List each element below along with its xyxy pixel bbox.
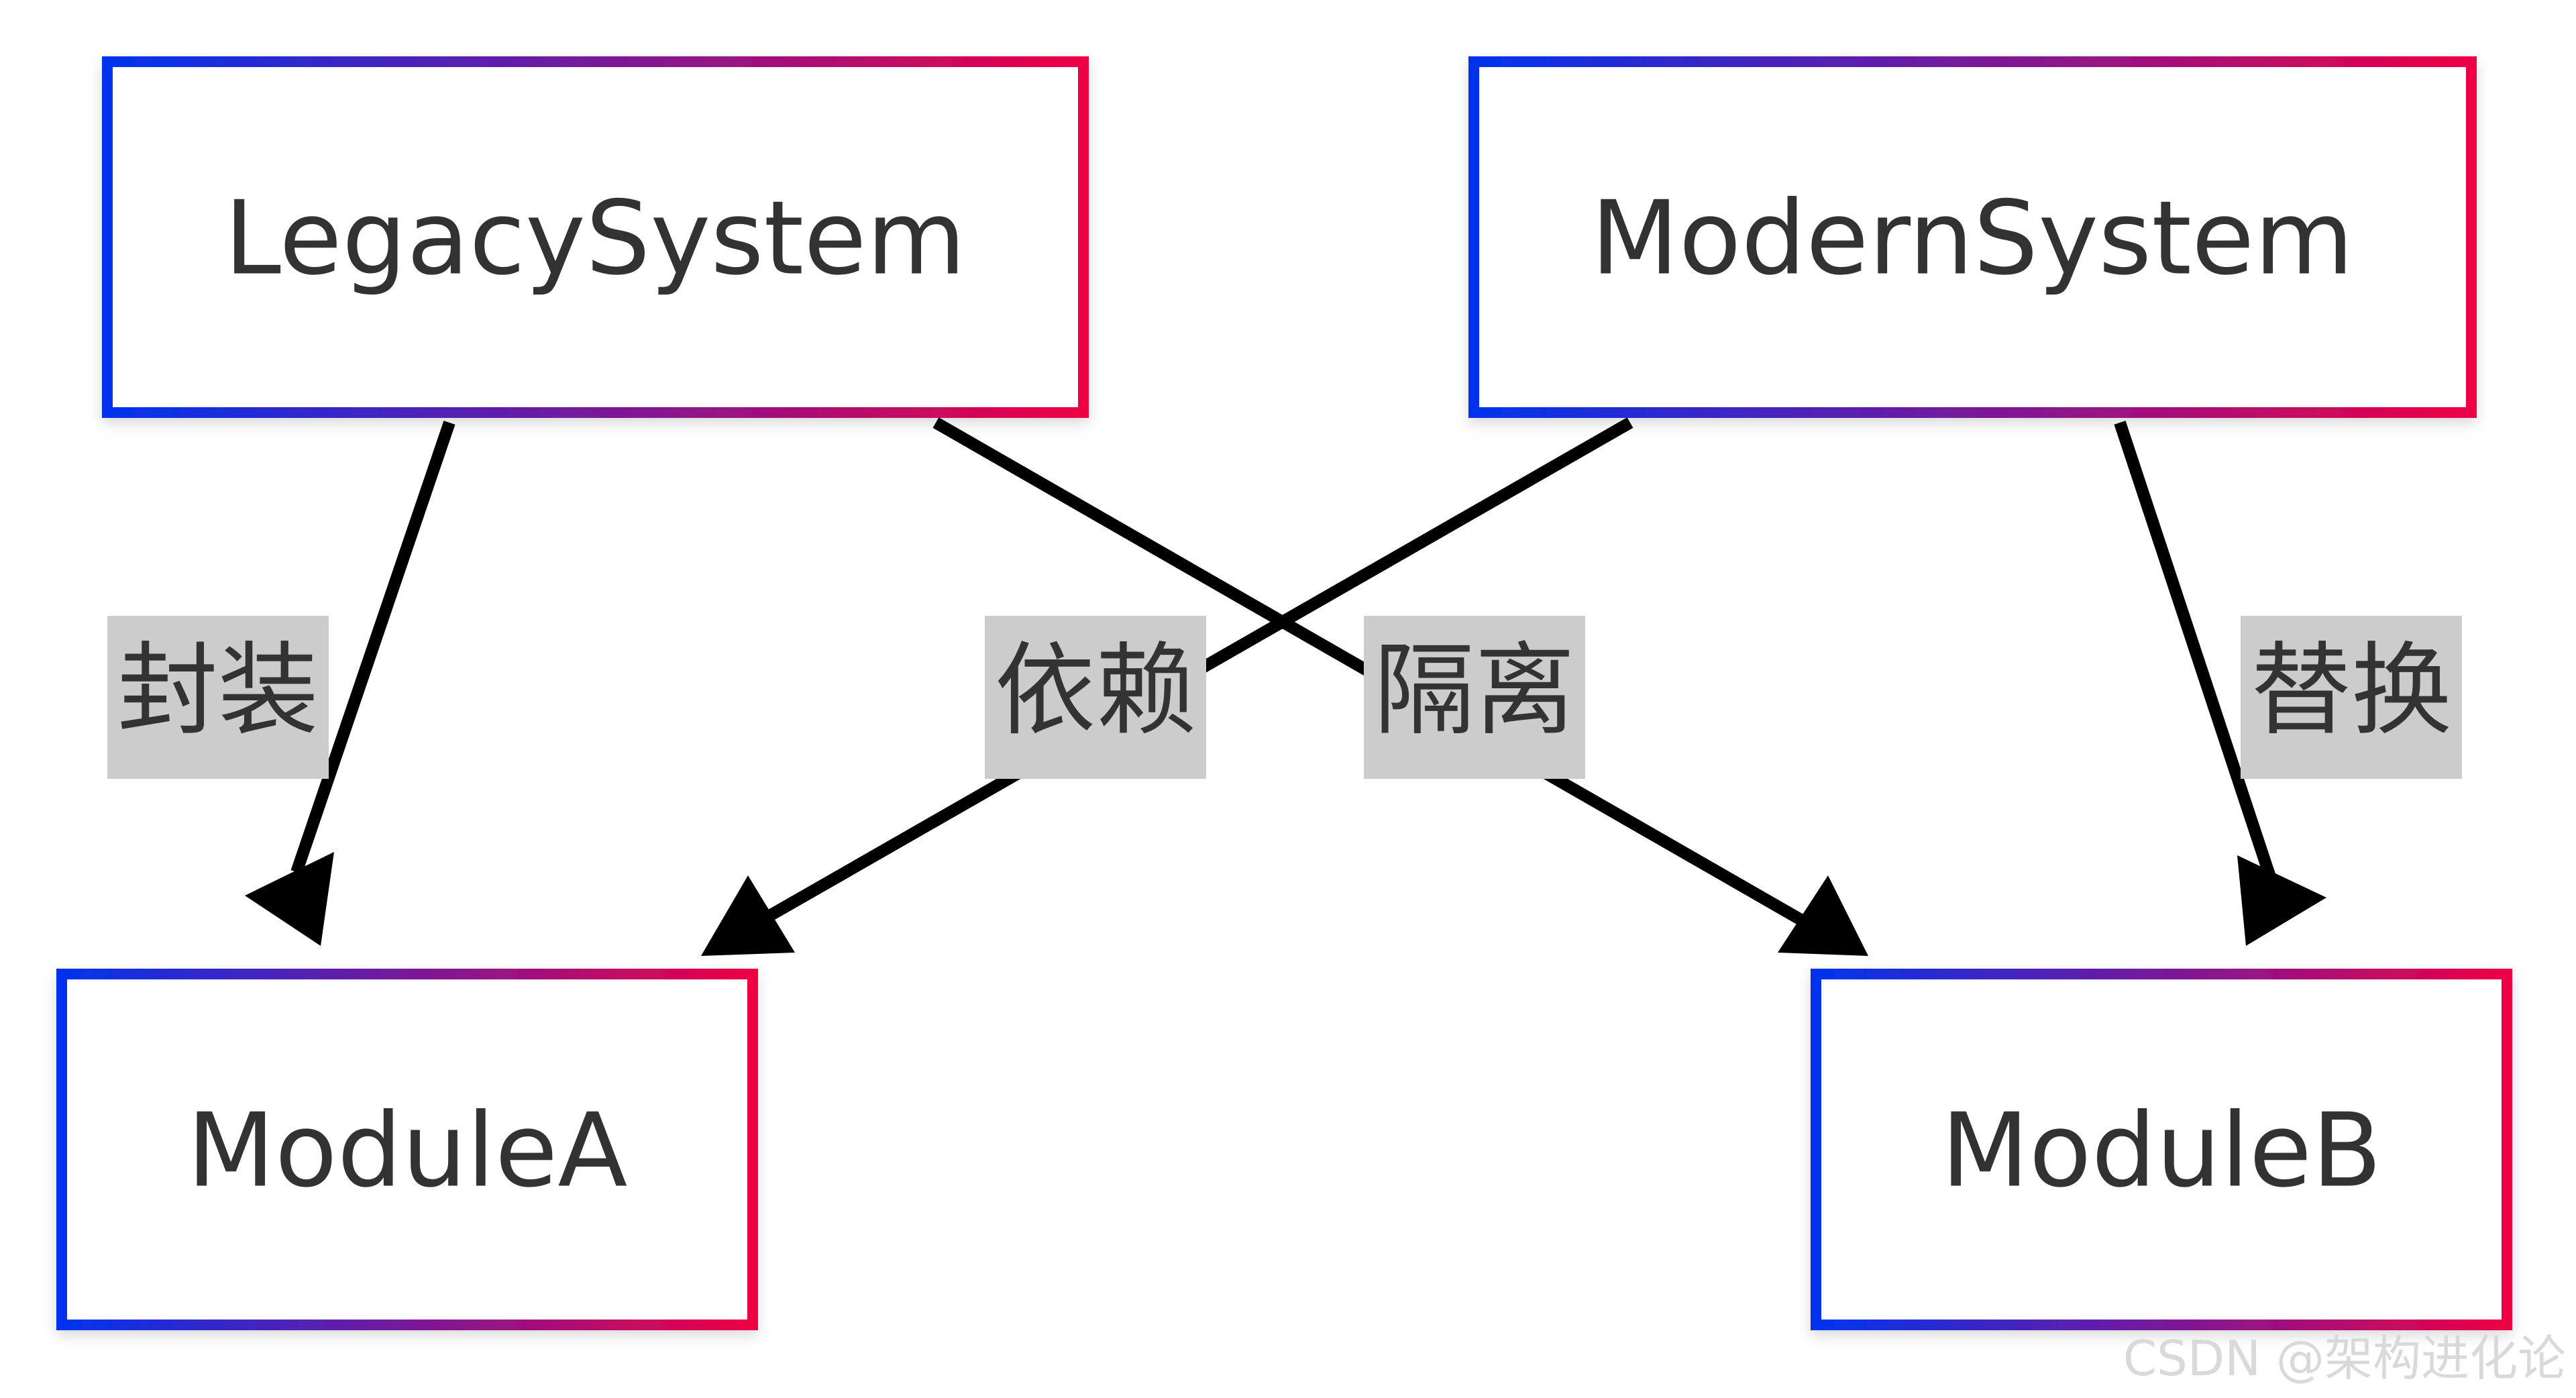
arrowheads (245, 852, 2326, 956)
edge-label-text: 封装 (117, 633, 319, 749)
edge-label-text: 隔离 (1374, 633, 1575, 749)
edge-legacy-to-modulea-line (290, 421, 455, 874)
node-modulea[interactable]: ModuleA (56, 969, 758, 1330)
node-label: LegacySystem (224, 179, 966, 298)
node-modernsystem[interactable]: ModernSystem (1468, 56, 2477, 418)
edge-label-bg (2241, 616, 2462, 779)
edge-label-text: 替换 (2251, 633, 2452, 749)
edges (290, 417, 2277, 931)
arrowhead-moduleb-right (2237, 855, 2326, 946)
edge-label-geli: 隔离 (1364, 616, 1585, 779)
edge-label-yilai: 依赖 (985, 616, 1206, 779)
arrowhead-modulea-right (701, 875, 795, 956)
node-label: ModuleA (187, 1091, 628, 1210)
edge-modern-to-moduleb-line (2114, 421, 2277, 881)
node-box (102, 56, 1089, 418)
node-label: ModernSystem (1591, 179, 2353, 298)
node-box (1811, 969, 2512, 1330)
node-legacysystem[interactable]: LegacySystem (102, 56, 1089, 418)
node-box (1468, 56, 2477, 418)
edge-label-fengzhuang: 封装 (107, 616, 329, 779)
edge-label-tihuan: 替换 (2241, 616, 2462, 779)
arrowhead-modulea-left (245, 852, 334, 946)
edge-label-bg (1364, 616, 1585, 779)
node-box (56, 969, 758, 1330)
arrowhead-moduleb-left (1778, 875, 1868, 956)
watermark: CSDN @架构进化论 (2123, 1330, 2566, 1387)
edge-label-bg (107, 616, 329, 779)
edge-label-bg (985, 616, 1206, 779)
edge-label-text: 依赖 (995, 633, 1196, 749)
node-moduleb[interactable]: ModuleB (1811, 969, 2512, 1330)
node-label: ModuleB (1941, 1091, 2382, 1210)
